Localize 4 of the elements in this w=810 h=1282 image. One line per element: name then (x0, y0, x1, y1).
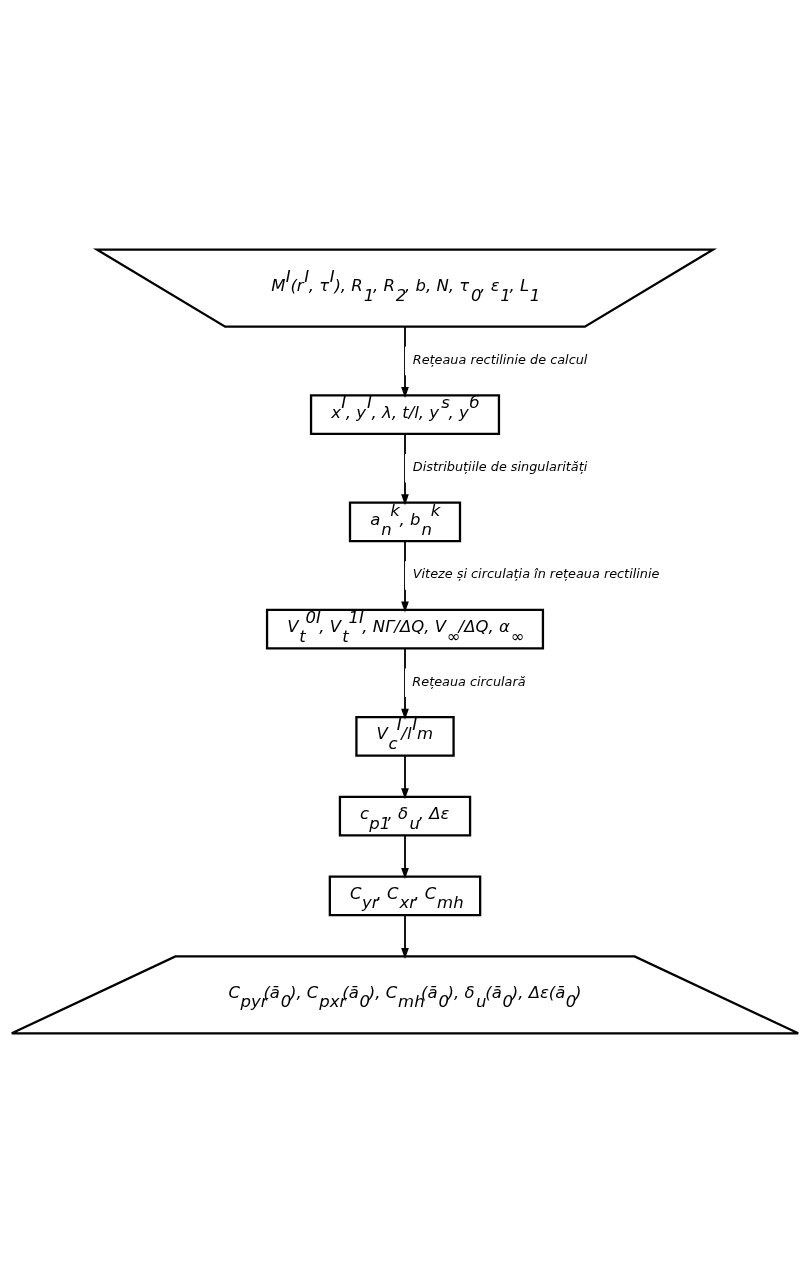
edge-label: Rețeaua circulară (412, 673, 526, 689)
edge-label: Viteze și circulația în rețeaua rectilinie (412, 565, 660, 581)
edge-label: Rețeaua rectilinie de calcul (412, 351, 588, 367)
edge-label: Distribuțiile de singularități (412, 458, 588, 474)
